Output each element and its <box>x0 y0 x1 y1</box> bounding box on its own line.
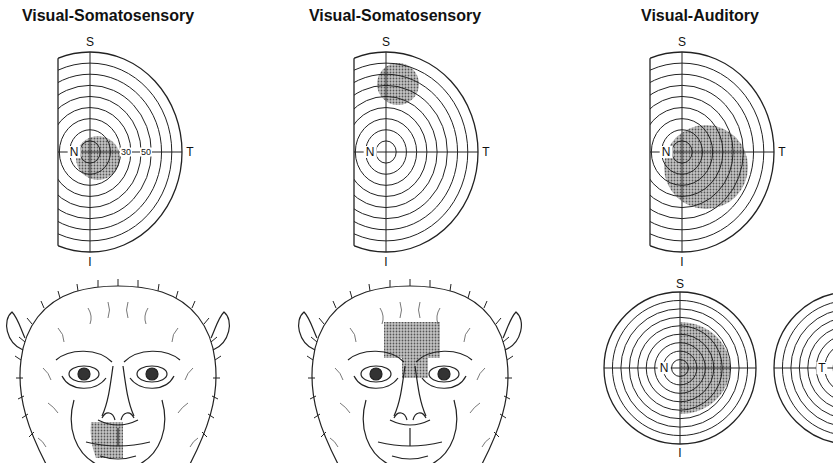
meridian-label: N <box>68 146 81 158</box>
perimetry-grid <box>590 52 774 252</box>
eccentricity-label: 30 <box>120 148 132 157</box>
meridian-label: N <box>364 146 377 158</box>
meridian-label: I <box>678 256 685 268</box>
visual-field-chart <box>590 52 774 252</box>
eccentricity-label: 50 <box>140 148 152 157</box>
perimetry-grid <box>774 292 833 444</box>
receptive-field <box>377 63 419 105</box>
meridian-label: N <box>660 146 673 158</box>
meridian-label: I <box>676 447 683 459</box>
panel-title: Visual-Auditory <box>641 8 759 24</box>
meridian-label: T <box>480 146 491 158</box>
meridian-label: S <box>84 36 96 48</box>
face-drawing <box>7 279 230 463</box>
meridian-label: S <box>380 36 392 48</box>
meridian-label: T <box>776 146 787 158</box>
visual-field-chart <box>294 52 478 252</box>
auditory-field-chart <box>604 292 756 444</box>
perimetry-grid <box>0 52 182 252</box>
meridian-label: S <box>676 36 688 48</box>
face-drawing <box>299 279 522 463</box>
visual-field-chart <box>0 52 182 252</box>
panel-title: Visual-Somatosensory <box>22 8 194 24</box>
meridian-label: I <box>382 256 389 268</box>
monkey-face <box>7 279 230 463</box>
perimetry-grid <box>604 292 756 444</box>
meridian-label: T <box>816 362 827 374</box>
monkey-face <box>299 279 522 463</box>
perimetry-grid <box>294 52 478 252</box>
panel-title: Visual-Somatosensory <box>309 8 481 24</box>
meridian-label: S <box>674 278 686 290</box>
meridian-label: I <box>86 256 93 268</box>
auditory-field-chart <box>774 292 833 444</box>
meridian-label: N <box>658 362 671 374</box>
meridian-label: T <box>184 146 195 158</box>
